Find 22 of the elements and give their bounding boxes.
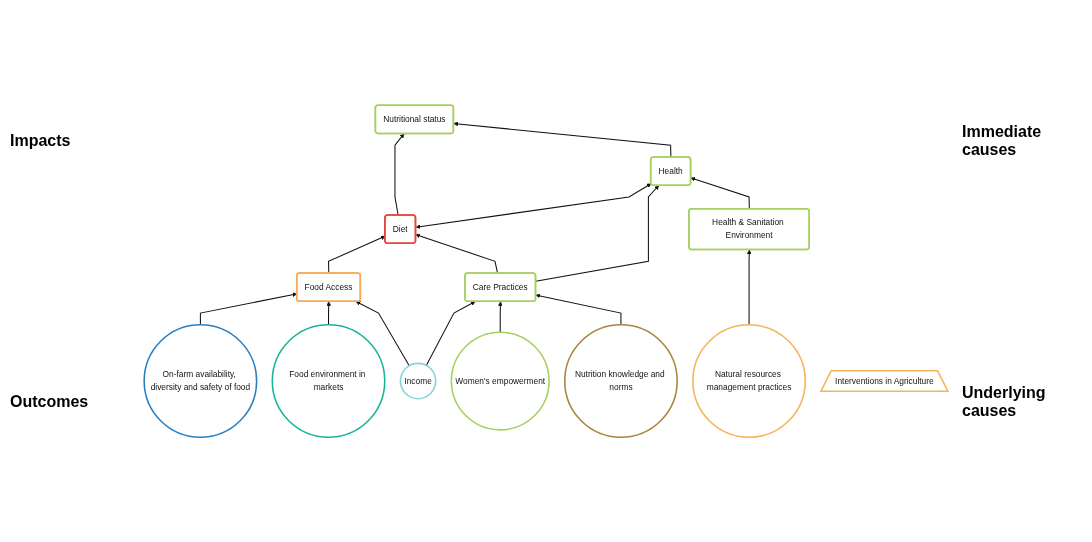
- arrow: [394, 133, 405, 216]
- node-circle: Women's empowerment: [450, 331, 550, 431]
- node-circle: Nutrition knowledge and norms: [563, 323, 678, 438]
- arrow: [415, 183, 652, 229]
- arrow: [326, 301, 331, 326]
- arrow: [535, 293, 622, 326]
- side-label: Outcomes: [10, 392, 90, 411]
- arrow: [535, 185, 659, 282]
- arrow: [453, 121, 672, 158]
- arrow: [746, 249, 752, 326]
- node-circle: On-farm availability, diversity and safety of food: [143, 323, 258, 438]
- side-label: Impacts: [10, 131, 72, 150]
- side-label: Immediate causes: [962, 122, 1043, 159]
- arrow: [690, 176, 750, 210]
- arrow: [498, 301, 503, 333]
- side-label: Underlying causes: [962, 383, 1047, 420]
- node-circle: Income: [399, 362, 437, 400]
- node-circle: Natural resources management practices: [692, 323, 807, 438]
- node-circle: Food environment in markets: [271, 323, 386, 438]
- arrow: [355, 301, 410, 367]
- arrow: [425, 301, 476, 366]
- arrow: [415, 233, 499, 274]
